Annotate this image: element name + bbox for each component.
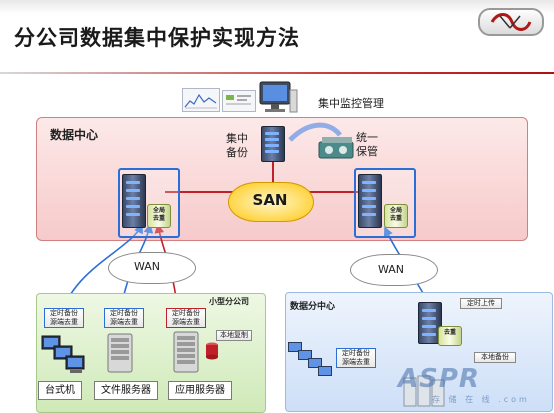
wan-label-right: WAN — [378, 263, 405, 276]
datacenter-label: 数据中心 — [50, 128, 99, 142]
appserver-label: 应用服务器 — [168, 381, 232, 400]
unified-arrow — [288, 122, 342, 142]
unified-storage-label: 统一 保管 — [356, 131, 378, 158]
monitor-chart-thumbnail — [182, 88, 220, 112]
local-copy-tag: 本地复制 — [216, 330, 252, 341]
central-backup-label: 集中 备份 — [226, 132, 248, 159]
tape-storage-icon — [318, 136, 356, 162]
monitor-computer-icon — [258, 80, 298, 116]
monitor-dashboard-thumbnail — [222, 90, 256, 112]
central-monitoring-label: 集中监控管理 — [318, 97, 384, 110]
fileserver-backup-tag: 定时备份 源端去重 — [104, 308, 144, 328]
left-global-dedup-db: 全局 去重 — [147, 204, 171, 228]
sub-datacenter-label: 数据分中心 — [290, 302, 336, 312]
desktop-computers-icon — [40, 334, 86, 374]
central-backup-server — [261, 126, 285, 162]
local-copy-disk-icon — [205, 342, 219, 360]
top-gradient-bar — [0, 0, 554, 14]
subcenter-storage-rack — [418, 302, 442, 344]
app-server-icon — [170, 330, 202, 374]
subcenter-desktops-icon — [286, 340, 338, 380]
small-branch-label: 小型分公司 — [209, 297, 249, 306]
scheduled-upload-tag: 定时上传 — [460, 298, 502, 309]
desktop-backup-tag: 定时备份 源端去重 — [44, 308, 84, 328]
right-global-dedup-db: 全局 去重 — [384, 204, 408, 228]
logo-mark — [490, 13, 532, 31]
appserver-backup-tag: 定时备份 源端去重 — [166, 308, 206, 328]
watermark-subtext: 存 储 在 线 .com — [432, 395, 530, 404]
right-storage-rack — [358, 174, 382, 228]
wan-cloud-left — [108, 252, 196, 284]
company-logo — [478, 8, 544, 36]
file-server-icon — [104, 332, 136, 374]
local-backup-tag: 本地备份 — [474, 352, 516, 363]
watermark-logo: ASPR — [398, 364, 480, 394]
left-storage-rack — [122, 174, 146, 228]
subcenter-dedup-db: 去重 — [438, 326, 462, 346]
wan-cloud-right — [350, 254, 438, 286]
title-divider — [0, 72, 554, 74]
subcenter-backup-tag: 定时备份 源端去重 — [336, 348, 376, 368]
wan-label-left: WAN — [134, 260, 161, 273]
page-title: 分公司数据集中保护实现方法 — [14, 26, 300, 50]
desktop-label: 台式机 — [38, 381, 82, 400]
san-label: SAN — [252, 191, 288, 209]
san-cloud — [228, 182, 314, 222]
fileserver-label: 文件服务器 — [94, 381, 158, 400]
subcenter-backup-storage-icon — [402, 372, 446, 408]
